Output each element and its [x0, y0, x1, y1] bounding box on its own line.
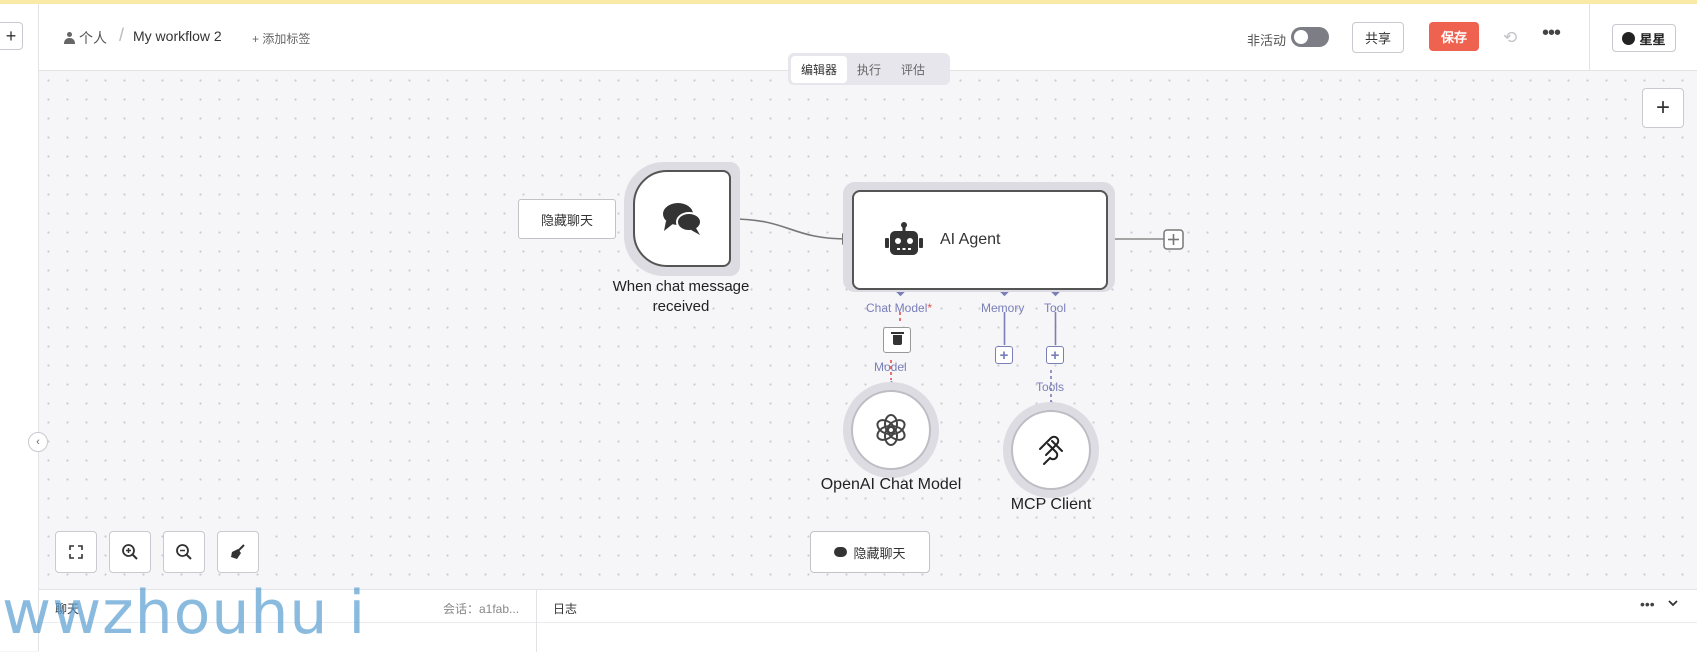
hide-chat-node-button[interactable]: 隐藏聊天: [518, 199, 616, 239]
fit-view-icon: [69, 545, 83, 559]
required-mark: *: [927, 301, 933, 315]
more-options-icon[interactable]: •••: [1542, 22, 1561, 44]
zoom-out-button[interactable]: [163, 531, 205, 573]
logs-more-icon[interactable]: •••: [1640, 596, 1655, 612]
tidy-up-button[interactable]: [217, 531, 259, 573]
breadcrumb-owner[interactable]: 个人: [64, 28, 107, 48]
delete-connection-button[interactable]: [883, 327, 911, 353]
active-toggle[interactable]: [1291, 27, 1329, 47]
chat-panel-title: 聊天: [55, 602, 80, 616]
chevron-down-icon[interactable]: [1667, 597, 1679, 612]
collapse-sidebar-icon[interactable]: ‹: [28, 432, 48, 452]
zoom-in-button[interactable]: [109, 531, 151, 573]
openai-icon: [876, 414, 906, 446]
bottom-panel: 聊天 会话：a1fab... 日志 •••: [39, 589, 1697, 652]
header-divider: [1589, 4, 1590, 70]
chat-panel: 聊天 会话：a1fab...: [39, 590, 537, 652]
fit-view-button[interactable]: [55, 531, 97, 573]
view-tabs: 编辑器 执行 评估: [788, 53, 950, 85]
chat-bubbles-icon: [663, 202, 702, 235]
history-icon[interactable]: ⟲: [1503, 28, 1518, 47]
share-button[interactable]: 共享: [1352, 22, 1404, 53]
tab-evaluations[interactable]: 评估: [901, 62, 926, 77]
chat-trigger-node[interactable]: [633, 170, 731, 267]
user-icon: [64, 32, 75, 44]
chat-bubble-icon: [834, 547, 848, 557]
save-button[interactable]: 保存: [1429, 22, 1479, 51]
trash-icon: [890, 332, 904, 345]
tools-port-label: Tools: [1036, 380, 1065, 394]
watermark-text: wwzhouhu i: [2, 578, 367, 648]
logs-panel-title: 日志: [553, 602, 578, 616]
ai-agent-node[interactable]: [852, 190, 1108, 290]
active-status-label: 非活动: [1247, 33, 1287, 48]
bottom-panel-divider: [39, 622, 1697, 623]
add-tool-button[interactable]: +: [1046, 346, 1064, 364]
tool-port-label: Tool: [1044, 301, 1067, 315]
mcp-icon: [1039, 435, 1063, 465]
workflow-canvas[interactable]: [39, 71, 1697, 589]
agent-node-label: AI Agent: [940, 231, 1001, 248]
workflow-name[interactable]: My workflow 2: [133, 28, 222, 44]
top-accent-line: [0, 0, 1697, 4]
mcp-client-node[interactable]: [1011, 410, 1091, 490]
breadcrumb-separator: /: [119, 25, 125, 45]
openai-chat-model-node[interactable]: [851, 390, 931, 470]
left-sidebar: +: [0, 4, 39, 651]
add-memory-button[interactable]: +: [995, 346, 1013, 364]
tab-editor[interactable]: 编辑器: [791, 55, 848, 83]
github-icon: [1622, 31, 1636, 45]
robot-icon: [885, 222, 923, 255]
github-star-button[interactable]: 星星: [1612, 24, 1676, 52]
add-node-button[interactable]: +: [1642, 88, 1684, 128]
sidebar-add-button[interactable]: +: [0, 22, 23, 50]
mcp-node-label: MCP Client: [1010, 496, 1092, 513]
add-tag-link[interactable]: + 添加标签: [252, 32, 311, 46]
main-connection: [730, 218, 849, 240]
openai-node-label: OpenAI Chat Model: [820, 476, 962, 493]
session-id[interactable]: 会话：a1fab...: [443, 602, 520, 616]
chat-model-port-label: Chat Model*: [866, 301, 933, 315]
zoom-in-icon: [122, 544, 138, 560]
broom-icon: [231, 544, 245, 559]
tab-executions[interactable]: 执行: [857, 62, 882, 77]
model-port-label: Model: [874, 360, 907, 374]
zoom-out-icon: [176, 544, 192, 560]
trigger-node-label: When chat message received: [612, 278, 750, 315]
toggle-chat-button[interactable]: 隐藏聊天: [810, 531, 930, 573]
memory-port-label: Memory: [981, 301, 1025, 315]
